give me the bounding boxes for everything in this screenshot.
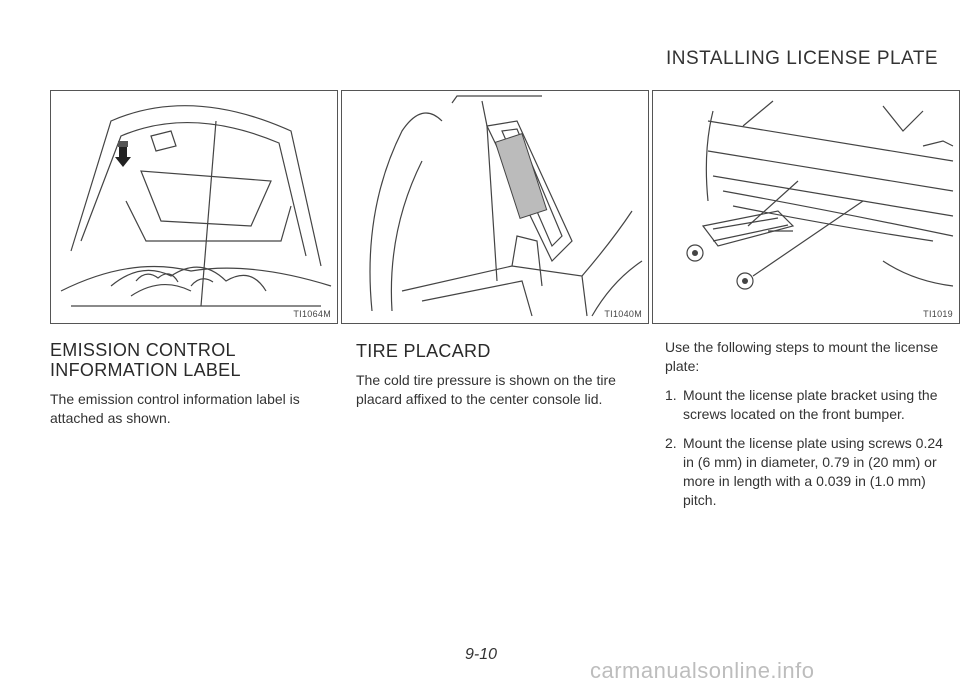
tire-section: TIRE PLACARD The cold tire pressure is s…	[356, 341, 648, 409]
emission-body: The emission control information label i…	[50, 391, 300, 426]
figure-code: TI1019	[923, 309, 953, 319]
license-steps: 1. Mount the license plate bracket using…	[665, 386, 955, 510]
section-header: INSTALLING LICENSE PLATE	[666, 48, 939, 69]
tire-heading: TIRE PLACARD	[356, 341, 491, 361]
license-intro: Use the following steps to mount the lic…	[665, 339, 939, 374]
figure-code: TI1064M	[293, 309, 331, 319]
console-tire-placard-illustration	[369, 95, 643, 317]
page-number: 9-10	[465, 646, 498, 663]
emission-section: EMISSION CONTROL INFORMATION LABEL The e…	[50, 340, 335, 428]
figure-hood: TI1064M	[50, 90, 338, 324]
hood-emission-label-illustration	[60, 105, 332, 307]
list-item: 1. Mount the license plate bracket using…	[665, 387, 938, 422]
figure-console: TI1040M	[341, 90, 649, 324]
figure-bumper: TI1019	[652, 90, 960, 324]
figure-code: TI1040M	[604, 309, 642, 319]
license-section: Use the following steps to mount the lic…	[665, 338, 955, 520]
tire-body: The cold tire pressure is shown on the t…	[356, 372, 616, 407]
watermark: carmanualsonline.info	[590, 658, 815, 683]
bumper-license-bracket-illustration	[686, 100, 954, 290]
emission-heading: EMISSION CONTROL INFORMATION LABEL	[50, 340, 241, 380]
list-item: 2. Mount the license plate using screws …	[665, 435, 943, 508]
